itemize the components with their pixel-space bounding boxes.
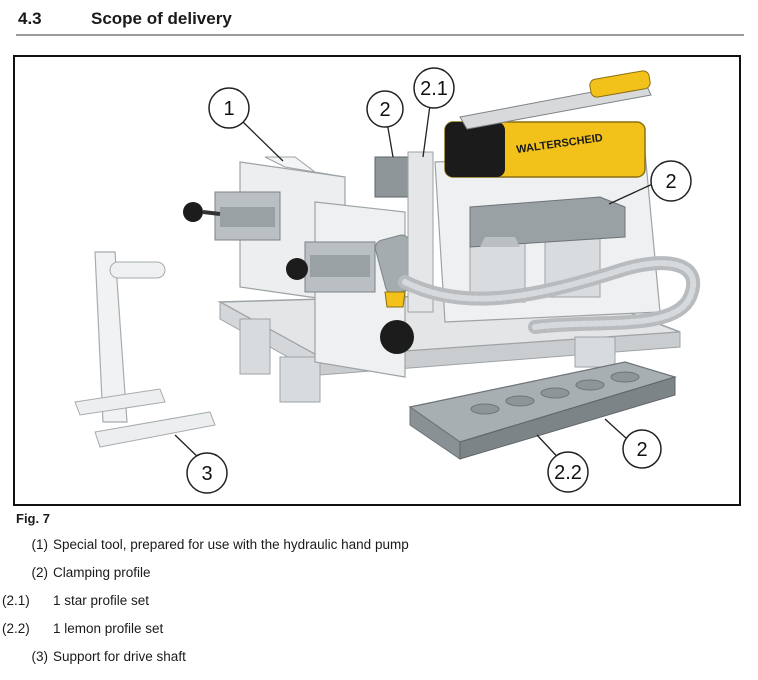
- callout-3: 3: [186, 452, 228, 494]
- callout-1: 1: [208, 87, 250, 129]
- callout-2-2: 2.2: [547, 451, 589, 493]
- legend-text: 1 lemon profile set: [53, 621, 164, 636]
- left-knob: [183, 202, 203, 222]
- left-vise-jaw: [220, 207, 275, 227]
- foot-right: [574, 336, 616, 368]
- support-arm: [109, 261, 166, 279]
- foot-front: [279, 356, 321, 403]
- warning-sticker: [384, 291, 406, 308]
- callout-1-label: 1: [223, 98, 234, 120]
- hydraulic-hose-ribs: [402, 260, 697, 330]
- legend-text: 1 star profile set: [53, 593, 150, 608]
- pump-end-cap: [445, 122, 505, 177]
- legend-text: Special tool, prepared for use with the …: [53, 537, 409, 552]
- left-frame-top: [264, 156, 346, 178]
- callout-2-1: 2.1: [413, 67, 455, 109]
- figure-caption: Fig. 7: [16, 511, 50, 526]
- foot-left: [239, 318, 271, 375]
- figure-frame: WALTERSCHEID: [13, 55, 741, 506]
- callout-2-1-label: 2.1: [420, 78, 448, 100]
- callout-3-label: 3: [201, 463, 212, 485]
- lemon-profile-slots: [470, 371, 640, 415]
- section-title: Scope of delivery: [91, 9, 232, 28]
- callout-2-right-label: 2: [665, 171, 676, 193]
- star-profile-plate: [374, 156, 411, 198]
- clamping-profile-upper: [469, 196, 626, 248]
- legend-key: (2.2): [2, 621, 30, 636]
- front-star-knob: [380, 320, 414, 354]
- legend-text: Support for drive shaft: [53, 649, 186, 664]
- middle-knob: [286, 258, 308, 280]
- callout-2-right: 2: [650, 160, 692, 202]
- tool-illustration: WALTERSCHEID: [74, 67, 701, 494]
- legend-text: Clamping profile: [53, 565, 151, 580]
- callout-2-top-label: 2: [379, 99, 390, 121]
- support-upright: [94, 251, 128, 423]
- lemon-profile-front: [459, 376, 676, 460]
- support-foot-upper: [74, 388, 166, 416]
- section-heading: 4.3 Scope of delivery: [16, 8, 744, 36]
- left-knob-shaft: [202, 210, 221, 216]
- legend-key: (1): [31, 537, 49, 552]
- legend-key: (2.1): [2, 593, 30, 608]
- support-foot-lower: [94, 411, 216, 448]
- section-number: 4.3: [18, 9, 42, 28]
- callout-2-top: 2: [366, 90, 404, 128]
- legend-key: (2): [31, 565, 49, 580]
- pump-handle-grip: [589, 70, 651, 98]
- callout-2-2-label: 2.2: [554, 462, 582, 484]
- legend-key: (3): [31, 649, 49, 664]
- callout-2-bottom-label: 2: [636, 439, 647, 461]
- middle-vise-jaw: [310, 255, 370, 277]
- callout-2-bottom: 2: [622, 429, 662, 469]
- clamping-profile-notch: [480, 237, 520, 247]
